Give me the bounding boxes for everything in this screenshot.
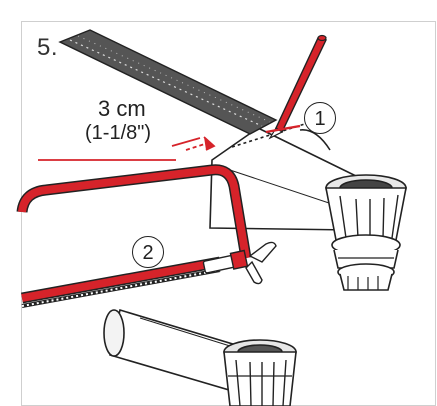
hacksaw: [16, 164, 277, 308]
step-number: 5.: [37, 34, 59, 61]
marking-pencil: [268, 34, 328, 140]
measuring-tape: [58, 29, 278, 135]
upper-strainer-fitting: [325, 174, 407, 291]
callout-1: 1: [304, 102, 336, 134]
lower-strainer-fitting: [223, 339, 297, 406]
measurement-imperial: (1-1/8"): [85, 122, 152, 144]
measurement-metric: 3 cm: [98, 96, 146, 121]
lower-pipe: [103, 308, 237, 394]
callout-2: 2: [132, 236, 164, 268]
main-pipe: [209, 120, 357, 231]
dimension-indicator: [38, 136, 216, 161]
cut-mark-line: [265, 124, 301, 134]
